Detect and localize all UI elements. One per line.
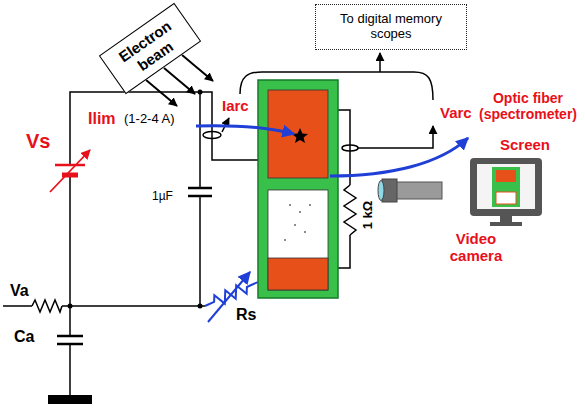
voltage-probe [342, 126, 433, 151]
junction-dot [68, 304, 73, 309]
current-range: (1-2-4 A) [124, 112, 175, 127]
current-probe [203, 118, 229, 139]
arc-device [289, 204, 291, 206]
arc-device [294, 224, 296, 226]
wire [199, 92, 201, 188]
electron-beam-arrow [164, 68, 195, 94]
screen-label: Screen [500, 136, 550, 153]
monitor-icon [470, 158, 542, 216]
capacitor-symbol [57, 188, 212, 344]
arc-star [292, 128, 308, 143]
arc-device [258, 80, 338, 298]
monitor-icon [500, 216, 512, 223]
arc-voltage-label: Varc [440, 104, 472, 121]
box-text: Electron beam [108, 12, 192, 85]
resistor-symbol [32, 300, 62, 312]
arc-device [284, 239, 286, 241]
bias-voltage-label: Va [10, 282, 29, 300]
capacitor-symbol [188, 195, 212, 198]
junction-dot [198, 90, 203, 95]
scope-bracket [240, 53, 433, 100]
optic-fiber [330, 138, 468, 176]
voltage-probe [358, 126, 433, 148]
wire [3, 92, 350, 395]
bias-capacitor-label: Ca [14, 328, 34, 346]
wire [70, 92, 258, 165]
monitor-icon [490, 222, 522, 226]
ground-symbol [48, 395, 92, 404]
current-limit-arrow [196, 126, 294, 134]
electron-beam-arrow [146, 80, 177, 106]
battery-symbol [50, 150, 90, 192]
capacitor-symbol [57, 343, 83, 346]
wire [338, 235, 350, 268]
video-camera-icon [378, 179, 442, 202]
resistor-value: 1 kΩ [361, 201, 376, 230]
wire [199, 196, 201, 306]
arc-device [268, 190, 328, 290]
box-text: To digital memory scopes [322, 12, 460, 42]
monitor-icon [477, 164, 535, 209]
battery-symbol [50, 150, 90, 192]
scope-bracket [240, 72, 433, 100]
monitor-icon [492, 167, 520, 207]
capacitor-symbol [57, 335, 83, 338]
arc-device [304, 231, 306, 233]
wire [338, 110, 350, 185]
electron-beam-arrow [182, 55, 213, 81]
current-probe [203, 132, 221, 139]
wire [69, 306, 71, 336]
voltage-probe [342, 145, 358, 151]
source-box: Electron beam [99, 2, 201, 93]
arc-device [299, 211, 301, 213]
wire [3, 305, 32, 307]
battery-symbol [55, 164, 85, 167]
source-voltage-label: Vs [26, 130, 50, 153]
video-camera-icon [378, 181, 384, 201]
current-limit-label: Ilim [88, 110, 116, 128]
arc-device [268, 90, 328, 178]
monitor-icon [496, 170, 516, 182]
arc-device [309, 204, 311, 206]
arc-current-label: Iarc [222, 97, 249, 114]
camera-label: Video camera [440, 230, 512, 265]
monitor-icon [470, 158, 542, 226]
capacitor-value: 1µF [152, 190, 173, 204]
scope-box: To digital memory scopes [315, 4, 467, 50]
video-camera-icon [396, 182, 442, 199]
scope-bracket [379, 53, 381, 72]
junction-dot [198, 304, 203, 309]
wire [69, 344, 71, 395]
capacitor-symbol [188, 187, 212, 190]
resistor-symbol [344, 185, 356, 235]
junction-dot [68, 90, 203, 309]
wire [70, 175, 205, 306]
series-resistor-label: Rs [236, 306, 256, 324]
arc-device [268, 258, 328, 290]
arc-device [258, 80, 338, 298]
optic-fiber-label: Optic fiber (spectrometer) [474, 90, 582, 122]
monitor-icon [496, 192, 516, 204]
